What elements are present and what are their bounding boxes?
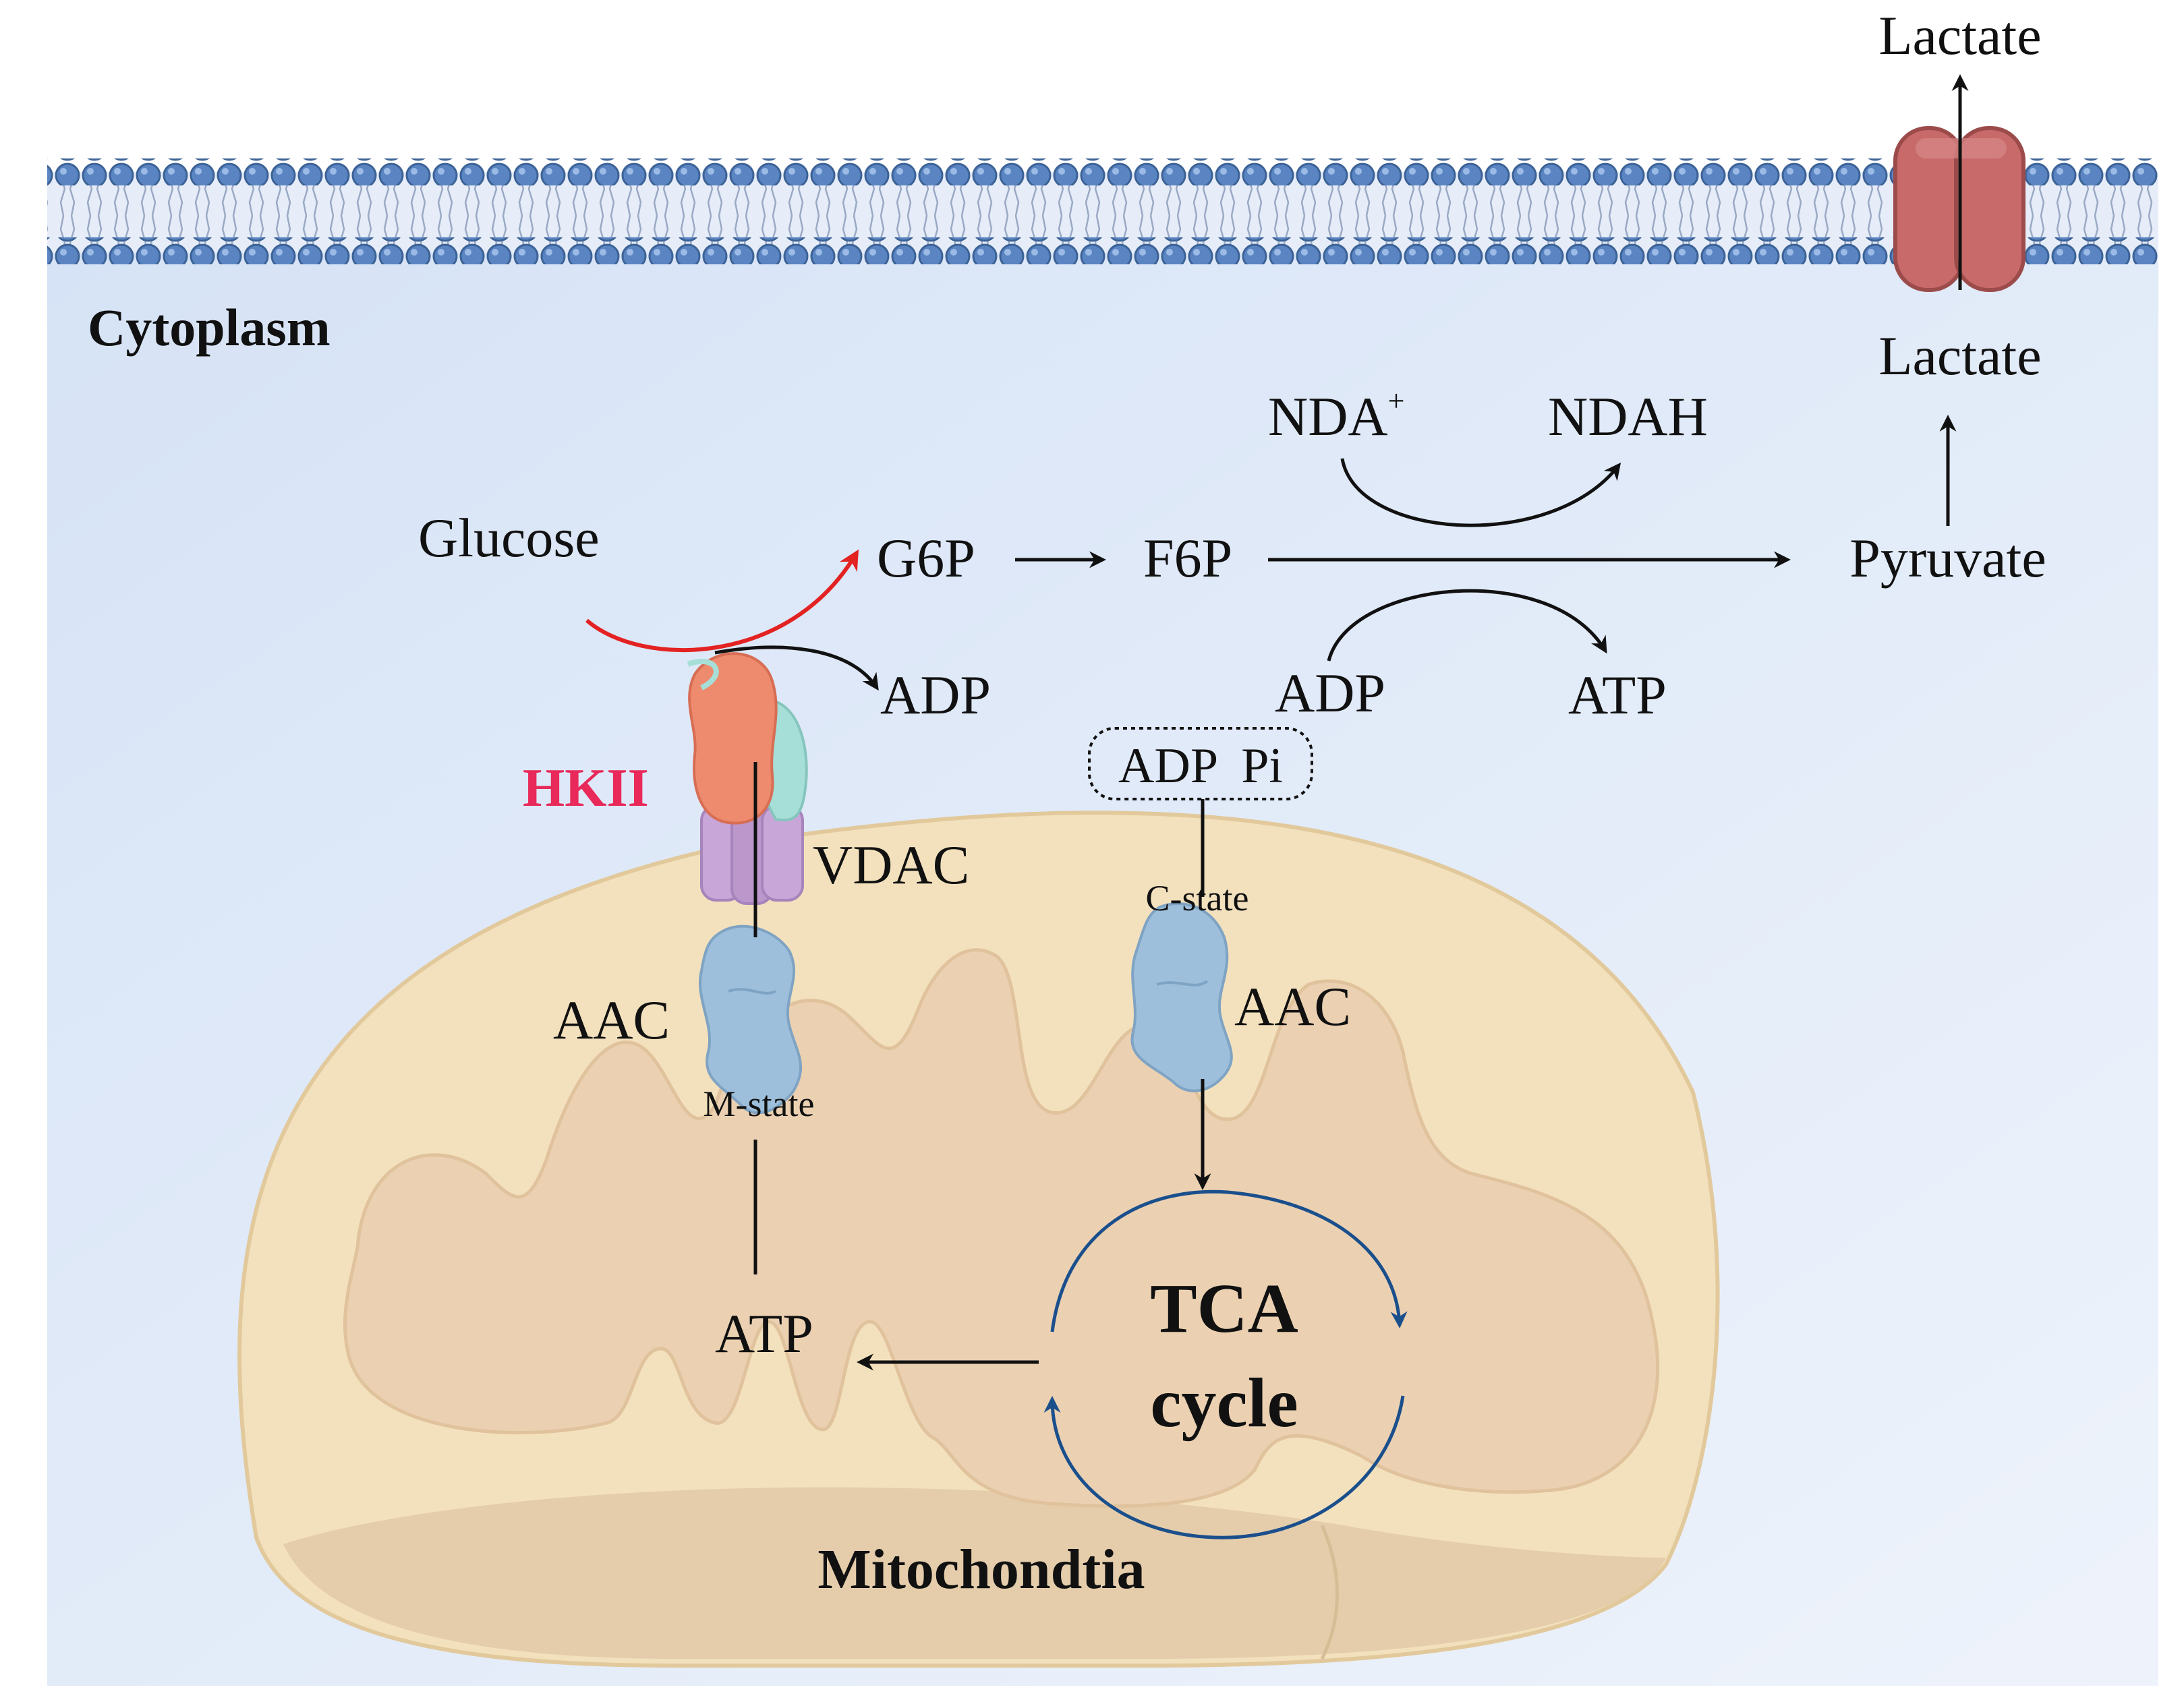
plasma-membrane — [47, 158, 2158, 264]
label-adp-pi: ADP Pi — [1118, 738, 1283, 794]
label-mitochondria: Mitochondtia — [817, 1538, 1145, 1601]
label-hkii: HKII — [523, 759, 649, 818]
tca-cycle-arrow-bottom — [1043, 1395, 1405, 1539]
label-lactate-outside: Lactate — [1878, 5, 2041, 66]
label-adp-hk: ADP — [880, 664, 991, 726]
label-glucose: Glucose — [418, 507, 600, 568]
adp-pi-box — [1088, 727, 1313, 800]
mitochondrion — [237, 811, 1720, 1668]
label-atp-mitochondria: ATP — [715, 1303, 813, 1364]
label-f6p: F6P — [1143, 527, 1232, 589]
label-pyruvate: Pyruvate — [1849, 527, 2046, 589]
hkii-protein — [687, 652, 808, 825]
label-vdac: VDAC — [813, 834, 969, 895]
label-atp-glycolysis: ATP — [1568, 664, 1667, 726]
lactate-transporter — [1893, 126, 2025, 292]
label-ndah: NDAH — [1548, 386, 1708, 447]
tca-cycle-arrow-top — [1050, 1189, 1408, 1332]
label-adp-glycolysis: ADP — [1275, 662, 1385, 724]
aac-protein-c-state — [1130, 902, 1233, 1092]
arrow-glucose-to-g6p — [585, 549, 859, 653]
arrow-nda-to-ndah — [1340, 458, 1621, 527]
arrow-adp-to-atp — [1327, 589, 1607, 662]
label-g6p: G6P — [877, 527, 975, 589]
label-aac-left: AAC — [553, 989, 670, 1051]
aac-protein-m-state — [698, 924, 803, 1115]
vdac-protein — [700, 801, 804, 905]
label-cytoplasm: Cytoplasm — [88, 298, 331, 357]
label-tca: TCA — [1150, 1270, 1298, 1347]
label-nda-plus: NDA+ — [1268, 384, 1404, 447]
arrow-atp-to-adp-hk — [714, 645, 879, 691]
label-cycle: cycle — [1150, 1364, 1298, 1442]
label-lactate-inside: Lactate — [1878, 325, 2041, 386]
label-c-state: C-state — [1146, 878, 1249, 918]
label-aac-right: AAC — [1234, 976, 1351, 1037]
label-m-state: M-state — [703, 1084, 815, 1124]
